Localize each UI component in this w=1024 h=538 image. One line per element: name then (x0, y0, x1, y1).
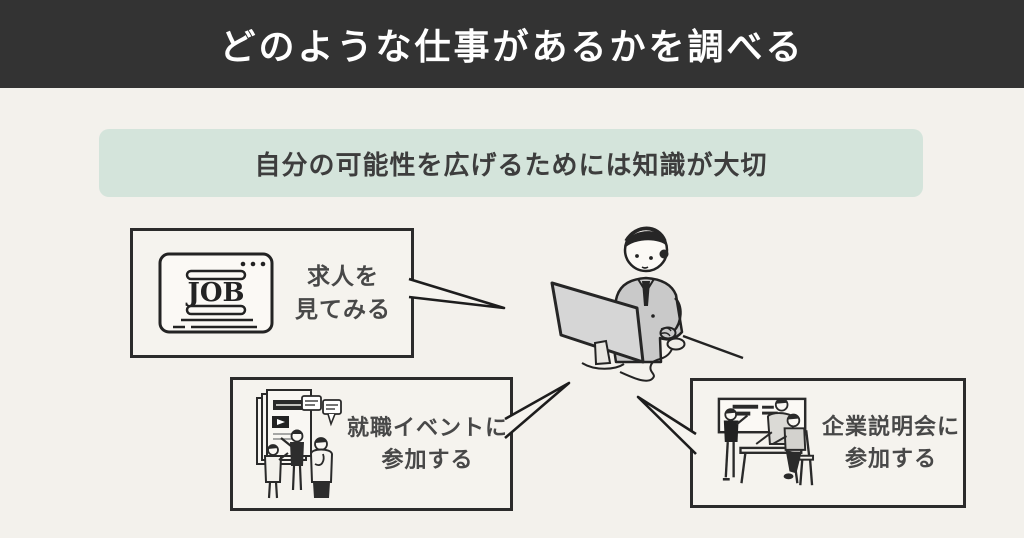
job-browser-icon: JOB (158, 252, 274, 334)
card-label-job-event: 就職イベントに 参加する (345, 412, 510, 476)
speech-bubbles (301, 395, 342, 427)
page-title: どのような仕事があるかを調べる (219, 26, 805, 67)
desk-line (682, 334, 744, 360)
label-line: 参加する (381, 447, 474, 472)
person-at-computer-svg (550, 226, 744, 382)
label-line: 就職イベントに (346, 415, 508, 441)
card-job-listings: JOB 求人を 見てみる (130, 228, 414, 358)
tail-job-listings (408, 277, 506, 310)
company-seminar-icon (717, 397, 815, 486)
tail-company-seminar (636, 395, 697, 455)
title-bar: どのような仕事があるかを調べる (0, 0, 1024, 88)
card-company-seminar: 企業説明会に 参加する (690, 378, 966, 508)
label-line: 見てみる (295, 296, 391, 322)
label-line: 企業説明会に (821, 414, 960, 440)
table-and-chair (739, 413, 815, 486)
job-event-crowd-icon (256, 389, 342, 499)
card-label-job-listings: 求人を 見てみる (275, 260, 411, 327)
key-message-text: 自分の可能性を広げるためには知識が大切 (254, 149, 768, 180)
display-panels (256, 389, 312, 465)
event-people (263, 429, 334, 499)
card-label-company-seminar: 企業説明会に 参加する (819, 411, 963, 475)
key-message-banner: 自分の可能性を広げるためには知識が大切 (99, 129, 923, 197)
hand-and-mouse (619, 326, 686, 382)
monitor (550, 281, 645, 370)
card-job-event: 就職イベントに 参加する (230, 377, 513, 511)
label-line: 参加する (844, 446, 937, 471)
job-badge-text: JOB (186, 278, 245, 308)
label-line: 求人を (307, 262, 379, 289)
person-at-computer-illustration (525, 212, 745, 402)
mouse-cable (619, 348, 673, 382)
